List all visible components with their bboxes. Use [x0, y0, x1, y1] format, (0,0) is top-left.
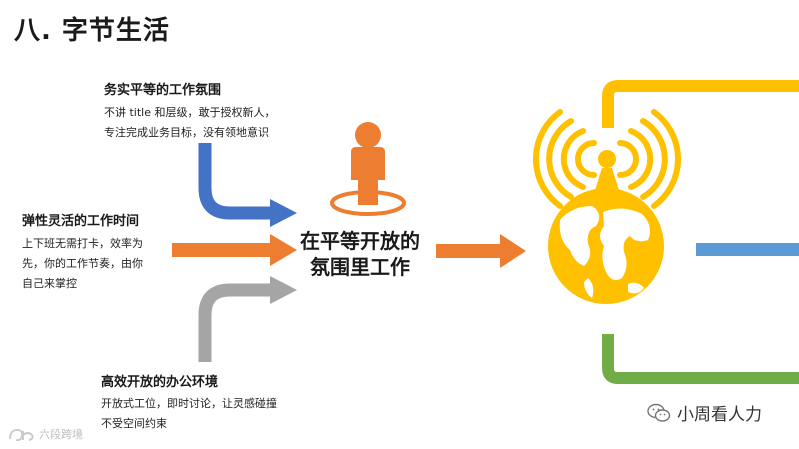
info-block-flexible-hours: 弹性灵活的工作时间 上下班无需打卡，效率为 先，你的工作节奏，由你 自己来掌控	[22, 210, 143, 294]
globe-icon	[548, 188, 664, 304]
blue-bar	[696, 243, 799, 256]
block-text: 开放式工位，即时讨论，让灵感碰撞 不受空间约束	[101, 394, 277, 434]
block-line: 开放式工位，即时讨论，让灵感碰撞	[101, 397, 277, 410]
center-label: 在平等开放的 氛围里工作	[290, 228, 430, 280]
orange-arrow-right	[436, 234, 526, 268]
green-frame	[602, 334, 799, 384]
block-line: 上下班无需打卡，效率为	[22, 237, 143, 250]
block-line: 专注完成业务目标，没有领地意识	[104, 126, 269, 139]
block-heading: 务实平等的工作氛围	[104, 83, 222, 98]
block-line: 不受空间约束	[101, 417, 167, 430]
block-line: 自己来掌控	[22, 277, 77, 290]
wechat-account: 小周看人力	[647, 400, 762, 428]
info-block-office: 高效开放的办公环境 开放式工位，即时讨论，让灵感碰撞 不受空间约束	[101, 371, 277, 434]
person-icon	[330, 122, 406, 216]
orange-arrow-left	[172, 234, 297, 266]
block-text: 上下班无需打卡，效率为 先，你的工作节奏，由你 自己来掌控	[22, 234, 143, 294]
signal-waves-icon	[532, 109, 682, 209]
center-label-line: 氛围里工作	[310, 255, 410, 279]
blue-arrow	[198, 143, 297, 227]
info-block-atmosphere: 务实平等的工作氛围 不讲 title 和层级，敢于授权新人， 专注完成业务目标，…	[104, 79, 276, 143]
watermark: 六段跨境	[8, 426, 83, 443]
block-line: 先，你的工作节奏，由你	[22, 257, 143, 270]
wechat-icon	[647, 403, 671, 428]
yellow-frame	[602, 80, 799, 128]
block-text: 不讲 title 和层级，敢于授权新人， 专注完成业务目标，没有领地意识	[104, 103, 276, 143]
watermark-text: 六段跨境	[39, 428, 83, 441]
watermark-logo-icon	[9, 429, 34, 442]
center-label-line: 在平等开放的	[300, 229, 420, 253]
page-title: 八. 字节生活	[14, 16, 170, 46]
block-line: 不讲 title 和层级，敢于授权新人，	[104, 106, 276, 119]
gray-arrow	[198, 276, 297, 362]
wechat-account-name: 小周看人力	[677, 405, 762, 425]
block-heading: 高效开放的办公环境	[101, 375, 219, 390]
block-heading: 弹性灵活的工作时间	[22, 214, 140, 229]
